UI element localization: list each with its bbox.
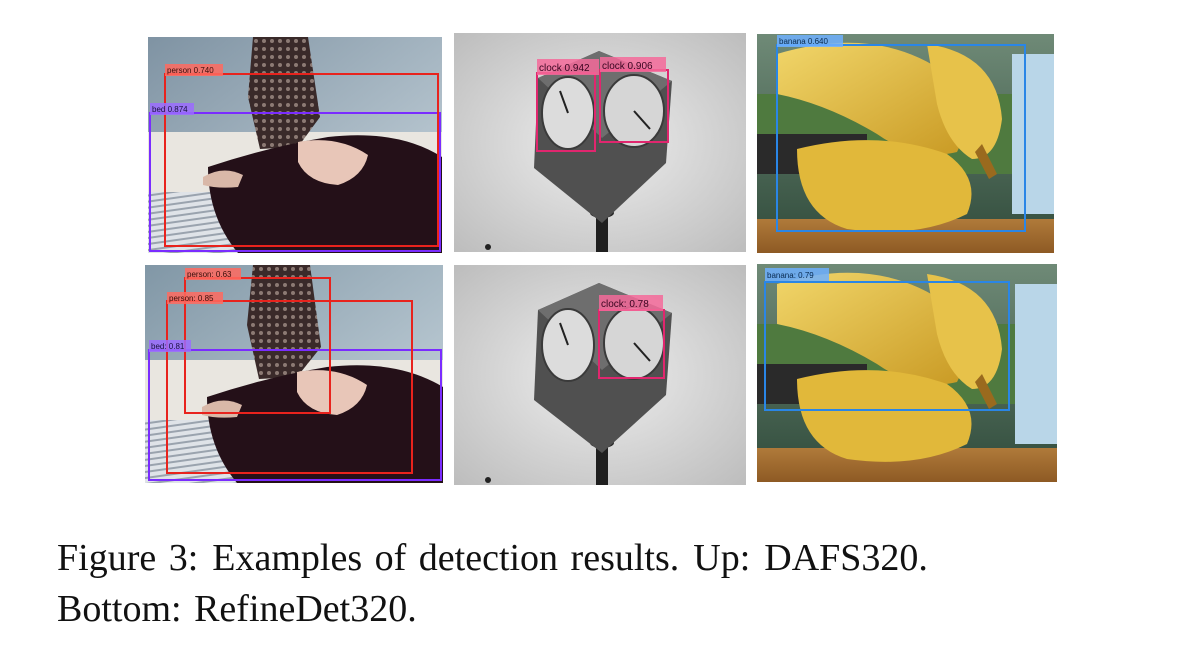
bbox-label-banana: banana: 0.79	[767, 271, 814, 280]
bbox-bed	[148, 349, 442, 481]
detection-overlay: banana: 0.79	[764, 268, 1010, 411]
bbox-label-person-a: person: 0.63	[187, 270, 232, 279]
detection-overlay: clock: 0.78	[598, 295, 665, 379]
bbox-clock-a	[536, 72, 596, 152]
caption-figure-number: Figure 3:	[57, 537, 199, 579]
result-image-bed-person-refinedet: person: 0.63 person: 0.85 bed: 0.81	[145, 265, 443, 483]
bbox-clock-b	[599, 69, 669, 143]
bbox-clock	[598, 309, 665, 379]
figure-caption: Figure 3: Examples of detection results. U…	[57, 533, 1157, 635]
bbox-label-banana: banana 0.640	[779, 37, 828, 46]
caption-line-1: Figure 3: Examples of detection results. U…	[57, 533, 1157, 584]
bbox-label-bed: bed: 0.81	[151, 342, 185, 351]
detection-overlay: banana 0.640	[776, 35, 1026, 232]
detection-overlay: person: 0.63 person: 0.85 bed: 0.81	[148, 268, 442, 481]
result-image-clock-refinedet: clock: 0.78	[454, 265, 746, 485]
detection-overlay: bed 0.874 person 0.740	[149, 64, 441, 252]
bbox-label-person: person 0.740	[167, 66, 214, 75]
result-image-bed-person-dafs: bed 0.874 person 0.740	[148, 37, 442, 253]
result-image-banana-refinedet: banana: 0.79	[757, 264, 1057, 482]
bbox-person	[164, 73, 439, 247]
bbox-banana	[764, 281, 1010, 411]
bbox-label-clock-b: clock 0.906	[602, 61, 653, 72]
bbox-label-clock-a: clock 0.942	[539, 63, 590, 74]
caption-description: Examples of detection results.	[212, 537, 680, 579]
bbox-label-bed: bed 0.874	[152, 105, 188, 114]
caption-up-method: DAFS320.	[764, 537, 928, 579]
bbox-bed	[149, 112, 441, 252]
banana-scene	[757, 34, 1054, 253]
bbox-label-person-b: person: 0.85	[169, 294, 214, 303]
banana-scene	[757, 264, 1057, 482]
caption-line-2: Bottom: RefineDet320.	[57, 588, 417, 630]
bbox-person-b	[166, 300, 413, 474]
bbox-banana	[776, 44, 1026, 232]
result-image-banana-dafs: banana 0.640	[757, 34, 1054, 253]
caption-up-label: Up:	[693, 537, 751, 579]
bbox-label-clock: clock: 0.78	[601, 299, 649, 310]
detection-overlay: clock 0.942 clock 0.906	[536, 57, 669, 152]
result-image-clock-dafs: clock 0.942 clock 0.906	[454, 33, 746, 252]
